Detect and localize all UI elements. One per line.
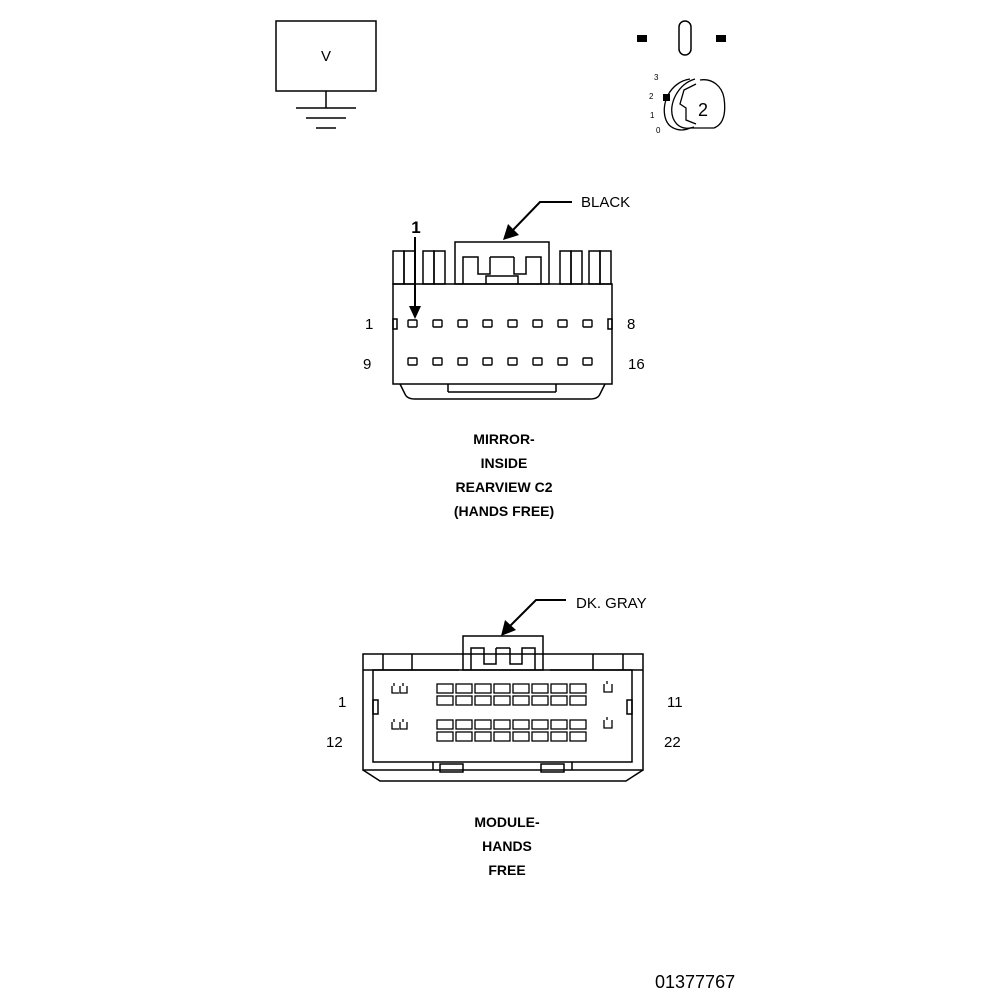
module-color-callout-leader [501,599,566,636]
mirror-color-callout: BLACK [581,194,630,211]
module-pin-label-11: 11 [667,694,683,711]
mirror-pin-label-8: 8 [627,316,635,333]
mirror-caption-line-2: INSIDE [480,455,528,471]
ignition-position-0: 0 [656,126,661,135]
module-pin-label-22: 22 [664,734,681,751]
mirror-caption-line-1: MIRROR- [473,431,535,447]
voltmeter-label: V [321,48,331,65]
mirror-pin-label-9: 9 [363,356,371,373]
ignition-off-icon [637,20,726,56]
mirror-pin-label-1: 1 [365,316,373,333]
ignition-key-icon [663,78,726,131]
figure-number: 01377767 [655,972,736,992]
mirror-connector-body [392,241,613,400]
module-pin-label-1: 1 [338,694,346,711]
pin-one-marker-arrow [409,237,421,319]
pin-one-marker-label: 1 [411,218,420,237]
voltmeter-symbol [275,20,377,129]
ignition-position-1: 1 [650,111,655,120]
module-caption-line-2: HANDS [482,838,532,854]
module-caption-line-3: FREE [488,862,526,878]
ignition-key-number: 2 [698,100,708,120]
module-caption-line-1: MODULE- [474,814,540,830]
module-connector-body [362,635,644,782]
ignition-position-2: 2 [649,92,654,101]
mirror-pin-label-16: 16 [628,356,645,373]
ignition-position-3: 3 [654,73,659,82]
module-connector-caption: MODULE- HANDS FREE [387,810,627,882]
mirror-connector-caption: MIRROR- INSIDE REARVIEW C2 (HANDS FREE) [384,427,624,523]
mirror-caption-line-3: REARVIEW C2 [455,479,553,495]
module-connector-pins [391,681,613,742]
mirror-color-callout-leader [503,201,572,240]
module-color-callout: DK. GRAY [576,595,647,612]
mirror-caption-line-4: (HANDS FREE) [453,503,555,519]
module-pin-label-12: 12 [326,734,343,751]
mirror-connector-pins [407,319,593,366]
